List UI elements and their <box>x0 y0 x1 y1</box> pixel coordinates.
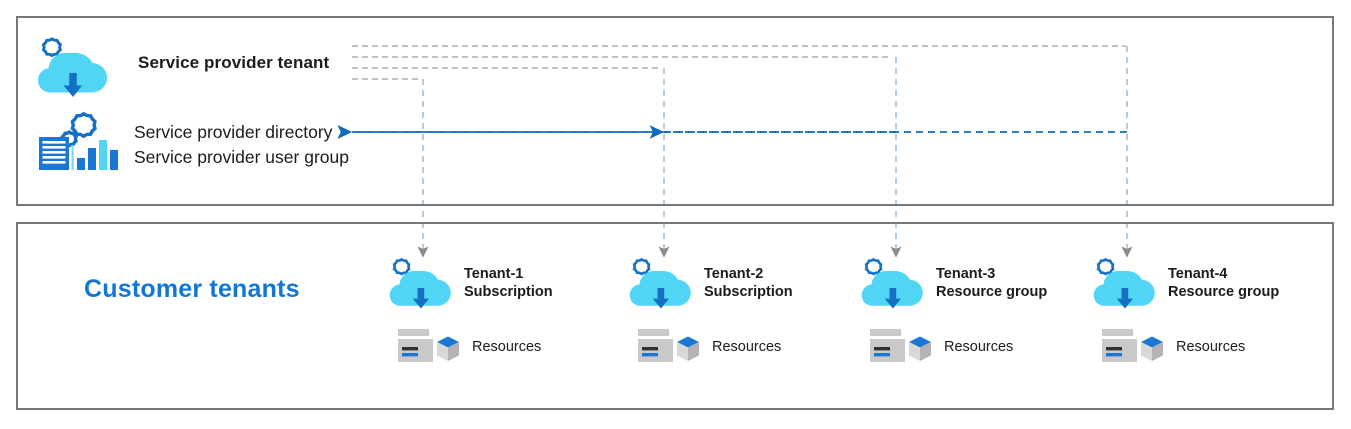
directory-chart-gear-icon <box>39 112 118 170</box>
customer-tenants-title: Customer tenants <box>84 275 300 303</box>
download-arrow <box>884 288 902 309</box>
tenant-scope: Resource group <box>936 284 1048 300</box>
tenant-name: Tenant-2 <box>704 266 764 282</box>
server-cube-icon <box>638 329 699 362</box>
page-title-service-provider-tenant: Service provider tenant <box>138 53 330 72</box>
tenant-column-4: Tenant-4 Resource group Resources <box>1092 252 1322 367</box>
resources-label: Resources <box>944 339 1014 355</box>
tenant-scope: Subscription <box>704 284 793 300</box>
customer-tenants-panel <box>16 222 1334 410</box>
cloud-download-gear-icon <box>861 258 923 309</box>
document-stack <box>39 137 74 170</box>
resources-label: Resources <box>1176 339 1246 355</box>
tenant-name: Tenant-1 <box>464 266 524 282</box>
tenant-scope: Resource group <box>1168 284 1280 300</box>
bar-chart <box>77 140 118 170</box>
download-arrow <box>1116 288 1134 309</box>
service-provider-user-group-label: Service provider user group <box>134 147 349 167</box>
tenant-column-2: Tenant-2 Subscription Resources <box>628 252 858 367</box>
resources-label: Resources <box>472 339 542 355</box>
service-provider-directory-label: Service provider directory <box>134 122 333 142</box>
tenant-scope: Subscription <box>464 284 553 300</box>
tenant-name: Tenant-3 <box>936 266 996 282</box>
cloud-download-gear-icon <box>1093 258 1155 309</box>
tenant-column-1: Tenant-1 Subscription Resources <box>388 252 618 367</box>
download-arrow <box>412 288 430 309</box>
cloud-download-gear-icon <box>629 258 691 309</box>
resources-label: Resources <box>712 339 782 355</box>
service-provider-panel <box>16 16 1334 206</box>
cloud-download-gear-icon <box>389 258 451 309</box>
download-arrow <box>652 288 670 309</box>
tenant-column-3: Tenant-3 Resource group Resources <box>860 252 1090 367</box>
server-cube-icon <box>1102 329 1163 362</box>
cloud-download-gear-icon <box>38 37 108 97</box>
server-cube-icon <box>870 329 931 362</box>
tenant-name: Tenant-4 <box>1168 266 1228 282</box>
server-cube-icon <box>398 329 459 362</box>
download-arrow <box>63 73 83 97</box>
